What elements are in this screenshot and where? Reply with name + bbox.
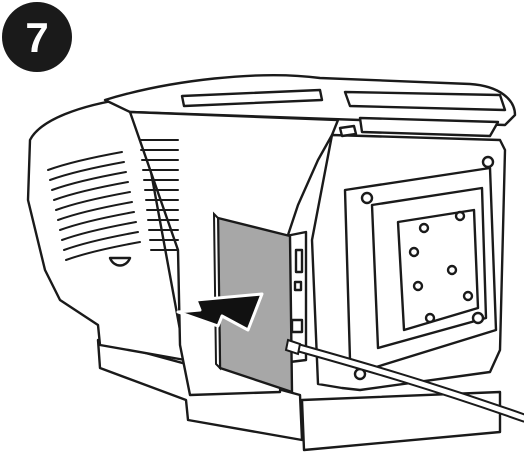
step-number: 7 — [25, 14, 48, 61]
plate-hole-icon — [412, 280, 424, 292]
printer-tray-lip — [358, 116, 500, 138]
cable-plug — [284, 338, 302, 356]
screw-icon — [471, 311, 485, 325]
arrow-right-icon — [176, 292, 264, 332]
plate-hole-icon — [424, 312, 436, 324]
front-vents — [139, 139, 179, 251]
printer-foot-front — [300, 390, 502, 452]
plate-hole-icon — [408, 246, 420, 258]
network-cable — [284, 338, 524, 423]
screw-icon — [481, 155, 495, 169]
insert-arrow — [176, 292, 264, 332]
network-card-edge — [212, 211, 222, 371]
port-icon — [290, 318, 304, 334]
plate-hole-icon — [418, 222, 430, 234]
cover-latch — [338, 124, 358, 138]
printer-rear-plate — [396, 208, 480, 332]
plate-hole-icon — [454, 210, 466, 222]
printer — [26, 74, 517, 452]
side-latch — [108, 256, 132, 267]
plate-hole-icon — [462, 290, 474, 302]
plate-hole-icon — [446, 264, 458, 276]
step-badge: 7 — [2, 2, 72, 72]
port-icon — [294, 248, 304, 274]
step-badge-circle — [2, 2, 72, 72]
printer-top-handle — [180, 88, 324, 108]
port-icon — [293, 280, 303, 292]
screw-icon — [360, 191, 374, 205]
printer-top-tray — [343, 90, 507, 112]
left-vents — [47, 151, 141, 261]
